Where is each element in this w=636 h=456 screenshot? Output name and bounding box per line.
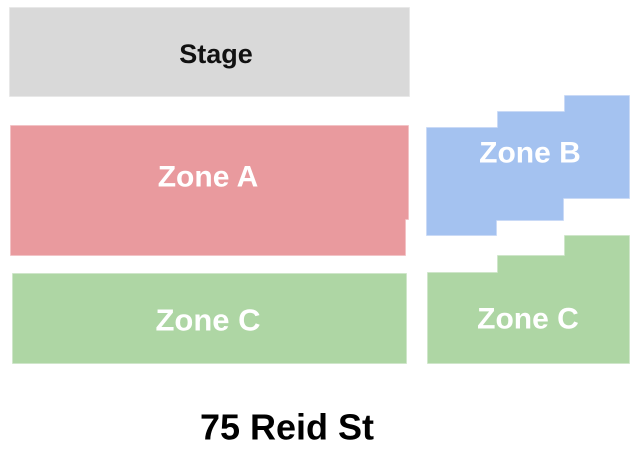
zone-a-shape[interactable]: [9, 124, 410, 257]
zone-c-left-group: Zone C: [11, 272, 408, 365]
stage-group: Stage: [8, 6, 411, 98]
zone-b-shape[interactable]: [425, 94, 631, 237]
stage-shape: [8, 6, 411, 98]
zone-a-group: Zone A: [9, 124, 410, 257]
zone-b-group: Zone B: [425, 94, 631, 237]
zone-c-right-group: Zone C: [426, 234, 631, 365]
venue-title: 75 Reid St: [200, 407, 374, 448]
zone-c-left-shape[interactable]: [11, 272, 408, 365]
zone-c-right-shape[interactable]: [426, 234, 631, 365]
